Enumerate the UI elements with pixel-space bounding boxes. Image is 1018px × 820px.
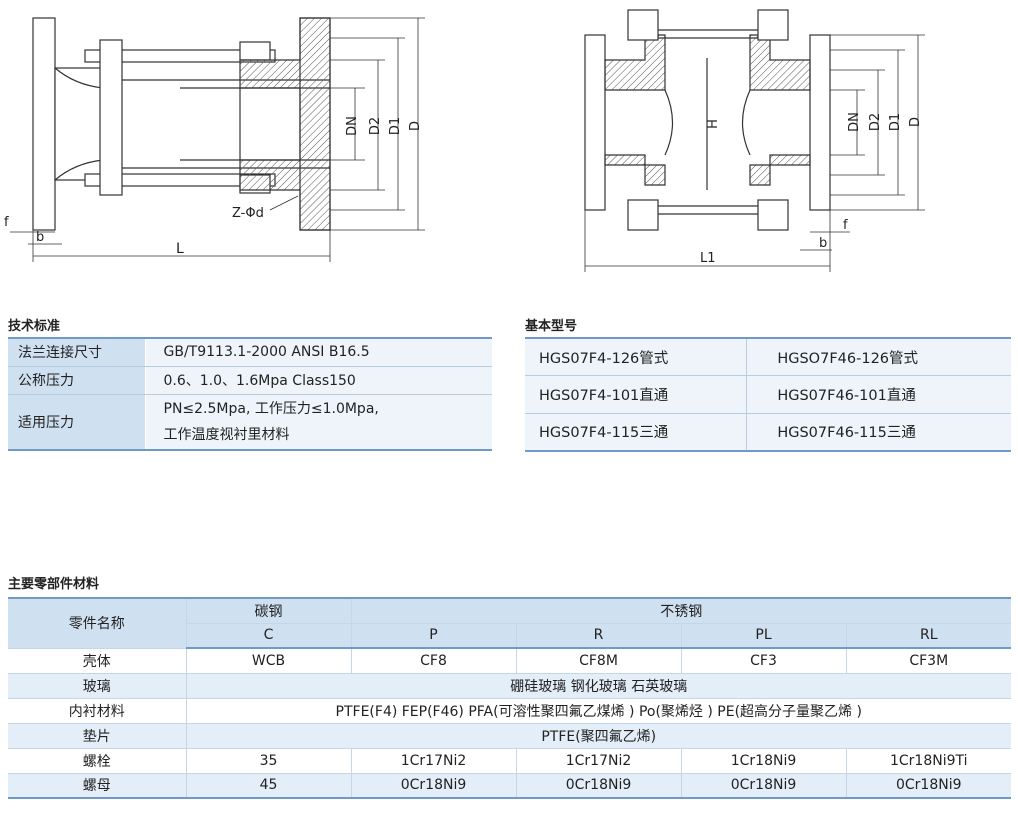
header-code: R xyxy=(516,623,682,649)
dim-b-label-right: b xyxy=(819,236,827,251)
tech-value: GB/T9113.1-2000 ANSI B16.5 xyxy=(145,337,492,367)
tech-label: 公称压力 xyxy=(8,366,146,395)
part-name: 壳体 xyxy=(8,648,187,674)
dim-d2-label: D2 xyxy=(368,117,383,135)
dim-f-label: f xyxy=(4,215,9,230)
model-cell: HGSO7F46-126管式 xyxy=(746,337,1011,376)
tech-label: 适用压力 xyxy=(8,394,146,451)
header-code: C xyxy=(186,623,352,649)
table-row: HGS07F4-101直通 HGS07F46-101直通 xyxy=(525,375,1011,414)
material-cell: 0Cr18Ni9 xyxy=(846,773,1011,799)
table-row: 螺栓 35 1Cr17Ni2 1Cr17Ni2 1Cr18Ni9 1Cr18Ni… xyxy=(8,748,1011,774)
materials-title: 主要零部件材料 xyxy=(8,577,100,592)
header-carbon: 碳钢 xyxy=(186,597,352,624)
model-cell: HGS07F4-101直通 xyxy=(525,375,748,414)
dim-d1-label: D1 xyxy=(388,117,403,135)
table-row: HGS07F4-126管式 HGSO7F46-126管式 xyxy=(525,337,1011,376)
header-code: P xyxy=(351,623,517,649)
tech-value: PN≤2.5Mpa, 工作压力≤1.0Mpa, 工作温度视衬里材料 xyxy=(145,394,492,451)
material-cell: 0Cr18Ni9 xyxy=(351,773,517,799)
materials-table: 零件名称 碳钢 不锈钢 C P R PL RL 壳体 WCB CF8 CF8M … xyxy=(8,597,1011,799)
part-name: 玻璃 xyxy=(8,673,187,699)
sight-glass-tubular-drawing: DN D2 D1 D Z-Φd f b L xyxy=(4,17,425,262)
dim-d1-label-right: D1 xyxy=(888,113,903,131)
table-row: 内衬材料 PTFE(F4) FEP(F46) PFA(可溶性聚四氟乙煤烯 ) P… xyxy=(8,698,1011,724)
tech-standards-table: 法兰连接尺寸 GB/T9113.1-2000 ANSI B16.5 公称压力 0… xyxy=(8,337,492,451)
material-cell: CF8 xyxy=(351,648,517,674)
table-header-row: 零件名称 碳钢 不锈钢 xyxy=(8,597,1011,649)
material-cell: 1Cr18Ni9 xyxy=(681,748,847,774)
table-header-row: C P R PL RL xyxy=(8,623,1011,649)
sight-glass-cross-drawing: H DN D2 D1 D f b L1 xyxy=(584,9,925,272)
table-row: 玻璃 硼硅玻璃 钢化玻璃 石英玻璃 xyxy=(8,673,1011,699)
table-row: HGS07F4-115三通 HGS07F46-115三通 xyxy=(525,413,1011,452)
dim-d-label: D xyxy=(408,121,423,131)
table-row: 法兰连接尺寸 GB/T9113.1-2000 ANSI B16.5 xyxy=(8,337,492,367)
model-cell: HGS07F46-115三通 xyxy=(746,413,1011,452)
header-stainless: 不锈钢 xyxy=(351,597,1011,624)
material-merged-cell: PTFE(聚四氟乙烯) xyxy=(186,723,1011,749)
table-row: 垫片 PTFE(聚四氟乙烯) xyxy=(8,723,1011,749)
material-cell: 0Cr18Ni9 xyxy=(681,773,847,799)
table-row: 适用压力 PN≤2.5Mpa, 工作压力≤1.0Mpa, 工作温度视衬里材料 xyxy=(8,394,492,451)
model-cell: HGS07F4-115三通 xyxy=(525,413,748,452)
dim-dn-label-right: DN xyxy=(847,112,862,132)
dim-dn-label: DN xyxy=(345,116,360,136)
material-cell: 0Cr18Ni9 xyxy=(516,773,682,799)
material-merged-cell: 硼硅玻璃 钢化玻璃 石英玻璃 xyxy=(186,673,1011,699)
dim-z-label: Z-Φd xyxy=(232,206,264,221)
part-name: 内衬材料 xyxy=(8,698,187,724)
table-row: 壳体 WCB CF8 CF8M CF3 CF3M xyxy=(8,648,1011,674)
dim-f-label-right: f xyxy=(843,218,848,233)
dim-b-label: b xyxy=(36,230,44,245)
material-cell: 45 xyxy=(186,773,352,799)
material-cell: 35 xyxy=(186,748,352,774)
material-cell: CF3M xyxy=(846,648,1011,674)
header-part-name: 零件名称 xyxy=(8,597,187,649)
models-title: 基本型号 xyxy=(525,319,578,334)
dim-h-label: H xyxy=(706,119,721,129)
dim-l-label: L xyxy=(176,241,184,257)
material-cell: CF3 xyxy=(681,648,847,674)
tech-value-line: 工作温度视衬里材料 xyxy=(163,426,290,443)
table-row: 螺母 45 0Cr18Ni9 0Cr18Ni9 0Cr18Ni9 0Cr18Ni… xyxy=(8,773,1011,799)
tech-label: 法兰连接尺寸 xyxy=(8,337,146,367)
dim-d2-label-right: D2 xyxy=(868,113,883,131)
header-code: PL xyxy=(681,623,847,649)
material-cell: 1Cr17Ni2 xyxy=(516,748,682,774)
material-merged-cell: PTFE(F4) FEP(F46) PFA(可溶性聚四氟乙煤烯 ) Po(聚烯烃… xyxy=(186,698,1011,724)
table-row: 公称压力 0.6、1.0、1.6Mpa Class150 xyxy=(8,366,492,395)
part-name: 螺栓 xyxy=(8,748,187,774)
header-code: RL xyxy=(846,623,1011,649)
model-cell: HGS07F46-101直通 xyxy=(746,375,1011,414)
material-cell: WCB xyxy=(186,648,352,674)
tech-value-line: PN≤2.5Mpa, 工作压力≤1.0Mpa, xyxy=(163,400,379,417)
tech-value: 0.6、1.0、1.6Mpa Class150 xyxy=(145,366,492,395)
dim-l1-label: L1 xyxy=(700,251,716,266)
material-cell: CF8M xyxy=(516,648,682,674)
part-name: 螺母 xyxy=(8,773,187,799)
material-cell: 1Cr17Ni2 xyxy=(351,748,517,774)
models-table: HGS07F4-126管式 HGSO7F46-126管式 HGS07F4-101… xyxy=(525,337,1011,452)
dim-d-label-right: D xyxy=(908,117,923,127)
model-cell: HGS07F4-126管式 xyxy=(525,337,748,376)
part-name: 垫片 xyxy=(8,723,187,749)
material-cell: 1Cr18Ni9Ti xyxy=(846,748,1011,774)
tech-standards-title: 技术标准 xyxy=(8,319,61,334)
